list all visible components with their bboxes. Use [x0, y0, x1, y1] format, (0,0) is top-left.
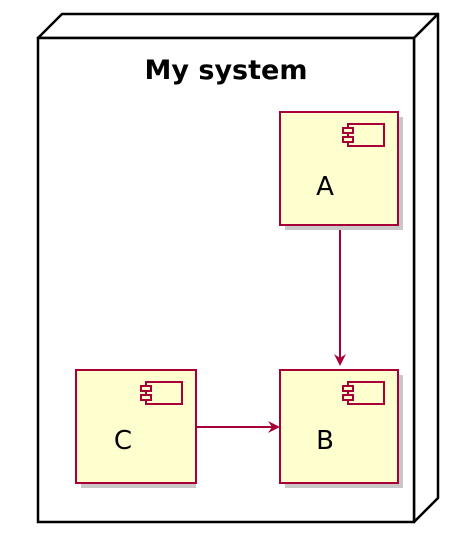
- component-label: C: [114, 426, 132, 456]
- component-label: A: [316, 172, 334, 202]
- node-side-face: [412, 12, 440, 524]
- component-b[interactable]: B: [279, 369, 403, 488]
- component-label: B: [316, 426, 334, 456]
- node-title: My system: [145, 55, 308, 86]
- component-c[interactable]: C: [75, 369, 197, 488]
- component-icon: [342, 381, 385, 405]
- component-a[interactable]: A: [279, 111, 403, 230]
- component-icon: [140, 381, 183, 405]
- node-top-face: [36, 12, 440, 40]
- component-icon: [342, 123, 385, 147]
